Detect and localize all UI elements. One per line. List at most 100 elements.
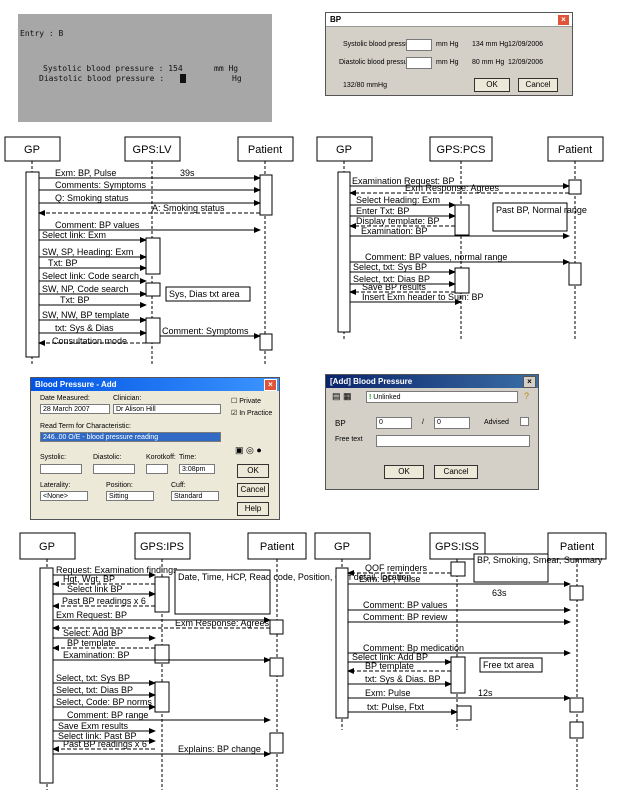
msg-label: Comment: Bp medication bbox=[363, 643, 464, 653]
msg-label: Select link: Exm bbox=[42, 230, 106, 240]
msg-label: BP template bbox=[365, 661, 414, 671]
msg-label: Select link BP bbox=[67, 584, 123, 594]
msg-label: Select, txt: Sys BP bbox=[353, 262, 427, 272]
clinician-select[interactable]: Dr Alison Hill bbox=[113, 404, 221, 414]
read-term-select[interactable]: 246..00 O/E - blood pressure reading bbox=[40, 432, 221, 442]
dia-date: 12/09/2006 bbox=[508, 59, 544, 66]
msg-label: Exm: BP, Pulse bbox=[359, 574, 420, 584]
bp-label: BP bbox=[335, 419, 346, 428]
diagram-iss: GP GPS:ISS Patient BP, Smoking, Smear, S… bbox=[314, 532, 607, 790]
laterality-label: Laterality: bbox=[40, 482, 71, 489]
position-select[interactable]: Sitting bbox=[106, 491, 154, 501]
cancel-button[interactable]: Cancel bbox=[518, 78, 558, 92]
actor-box bbox=[237, 136, 294, 162]
actor-gp: GP bbox=[39, 541, 55, 553]
actor-box bbox=[124, 136, 181, 162]
msg-label: Exm: BP, Pulse bbox=[55, 168, 116, 178]
terminal-screen: Entry : B Systolic blood pressure : 154 … bbox=[18, 14, 272, 122]
read-term-label: Read Term for Characteristic: bbox=[40, 423, 131, 430]
msg-label: Select: Add BP bbox=[63, 628, 123, 638]
free-text-field[interactable] bbox=[376, 435, 530, 447]
ok-button[interactable]: OK bbox=[384, 465, 424, 479]
toolbar-icons[interactable]: ▣ ◎ ● bbox=[235, 445, 262, 455]
advised-checkbox[interactable] bbox=[520, 417, 529, 426]
bp-add2-titlebar: [Add] Blood Pressure × bbox=[326, 375, 538, 388]
exclamation-icon: ! bbox=[369, 394, 372, 401]
diastolic-field[interactable] bbox=[93, 464, 135, 474]
link-select[interactable]: ! Unlinked bbox=[366, 391, 518, 403]
msg-label: SW, NW, BP template bbox=[42, 310, 129, 320]
msg-label: Txt: BP bbox=[48, 258, 78, 268]
cancel-button[interactable]: Cancel bbox=[237, 483, 269, 497]
msg-label: Comment: BP values bbox=[55, 220, 140, 230]
msg-label: Explains: BP change bbox=[178, 744, 261, 754]
toolbar-icons[interactable]: ▤ ▦ bbox=[332, 391, 352, 401]
actor-gps: GPS:ISS bbox=[435, 541, 479, 553]
msg-label: Comment: BP values, normal range bbox=[365, 252, 507, 262]
msg-label: txt: Sys & Dias. BP bbox=[365, 674, 441, 684]
help-icon[interactable]: ? bbox=[524, 391, 530, 401]
bp-add2-title: [Add] Blood Pressure bbox=[330, 377, 413, 386]
diastolic-label: Diastolic: bbox=[93, 454, 122, 461]
close-icon[interactable]: × bbox=[557, 14, 570, 26]
dia-unit: mm Hg bbox=[436, 59, 459, 66]
clinician-label: Clinician: bbox=[113, 395, 142, 402]
close-icon[interactable]: × bbox=[523, 376, 536, 388]
dia-input[interactable] bbox=[406, 57, 432, 69]
systolic-field[interactable] bbox=[40, 464, 82, 474]
in-practice-checkbox[interactable]: ☑ In Practice bbox=[231, 410, 273, 417]
msg-label: Exm Response: Agrees bbox=[405, 183, 500, 193]
cuff-select[interactable]: Standard bbox=[171, 491, 219, 501]
bp-add-titlebar: Blood Pressure - Add × bbox=[31, 378, 279, 391]
help-button[interactable]: Help bbox=[237, 502, 269, 516]
private-checkbox[interactable]: ☐ Private bbox=[231, 398, 262, 405]
in-practice-label: In Practice bbox=[239, 410, 273, 417]
ok-button[interactable]: OK bbox=[474, 78, 510, 92]
msg-label: Insert Exm header to Sum: BP bbox=[362, 292, 484, 302]
msg-label: Examination: BP bbox=[63, 650, 130, 660]
systolic-label: Systolic: bbox=[40, 454, 67, 461]
msg-label: txt: Sys & Dias bbox=[55, 323, 114, 333]
diastolic-field[interactable]: 0 bbox=[434, 417, 470, 429]
msg-label: Exm Request: BP bbox=[56, 610, 127, 620]
msg-label: Request: Examination findings bbox=[56, 565, 178, 575]
sys-date: 12/09/2006 bbox=[508, 41, 544, 48]
actor-gp: GP bbox=[336, 144, 352, 156]
terminal-systolic-unit: mm Hg bbox=[214, 64, 239, 73]
note-label: BP, Smoking, Smear, Summary bbox=[477, 555, 603, 565]
msg-label: Enter Txt: BP bbox=[356, 206, 409, 216]
terminal-diastolic: Diastolic blood pressure : bbox=[39, 74, 165, 83]
free-text-label: Free text bbox=[335, 436, 363, 443]
msg-label: SW, NP, Code search bbox=[42, 284, 128, 294]
actor-patient: Patient bbox=[260, 541, 294, 553]
msg-label: Comment: BP range bbox=[67, 710, 148, 720]
bp-add-title: Blood Pressure - Add bbox=[35, 380, 117, 389]
bp-summary: 132/80 mmHg bbox=[343, 82, 387, 89]
ok-button[interactable]: OK bbox=[237, 464, 269, 478]
msg-label: Past BP readings x 6 bbox=[63, 739, 147, 749]
bp-add2-dialog: [Add] Blood Pressure × ▤ ▦ ! Unlinked ? … bbox=[325, 374, 539, 490]
bp-small-title: BP bbox=[330, 15, 342, 24]
bp-dialog-small: BP × Systolic blood pressure mm Hg 134 m… bbox=[325, 12, 573, 96]
msg-label: Select link: Add BP bbox=[352, 652, 428, 662]
laterality-select[interactable]: <None> bbox=[40, 491, 88, 501]
sys-unit: mm Hg bbox=[436, 41, 459, 48]
close-icon[interactable]: × bbox=[264, 379, 277, 391]
systolic-field[interactable]: 0 bbox=[376, 417, 412, 429]
msg-label: Comments: Symptoms bbox=[55, 180, 147, 190]
terminal-diastolic-unit: Hg bbox=[232, 74, 242, 83]
bp-add-dialog: Blood Pressure - Add × Date Measured: 28… bbox=[30, 377, 280, 520]
actor-gps: GPS:LV bbox=[133, 144, 173, 156]
time-field[interactable]: 3:08pm bbox=[179, 464, 215, 474]
date-field[interactable]: 28 March 2007 bbox=[40, 404, 110, 414]
msg-label: BP template bbox=[67, 638, 116, 648]
private-label: Private bbox=[239, 398, 262, 405]
terminal-systolic: Systolic blood pressure : 154 bbox=[43, 64, 183, 73]
korotkoff-field[interactable] bbox=[146, 464, 168, 474]
sys-input[interactable] bbox=[406, 39, 432, 51]
time-label: 63s bbox=[492, 588, 507, 598]
advised-label: Advised bbox=[484, 419, 509, 426]
cancel-button[interactable]: Cancel bbox=[434, 465, 478, 479]
msg-label: Select link: Past BP bbox=[58, 731, 137, 741]
